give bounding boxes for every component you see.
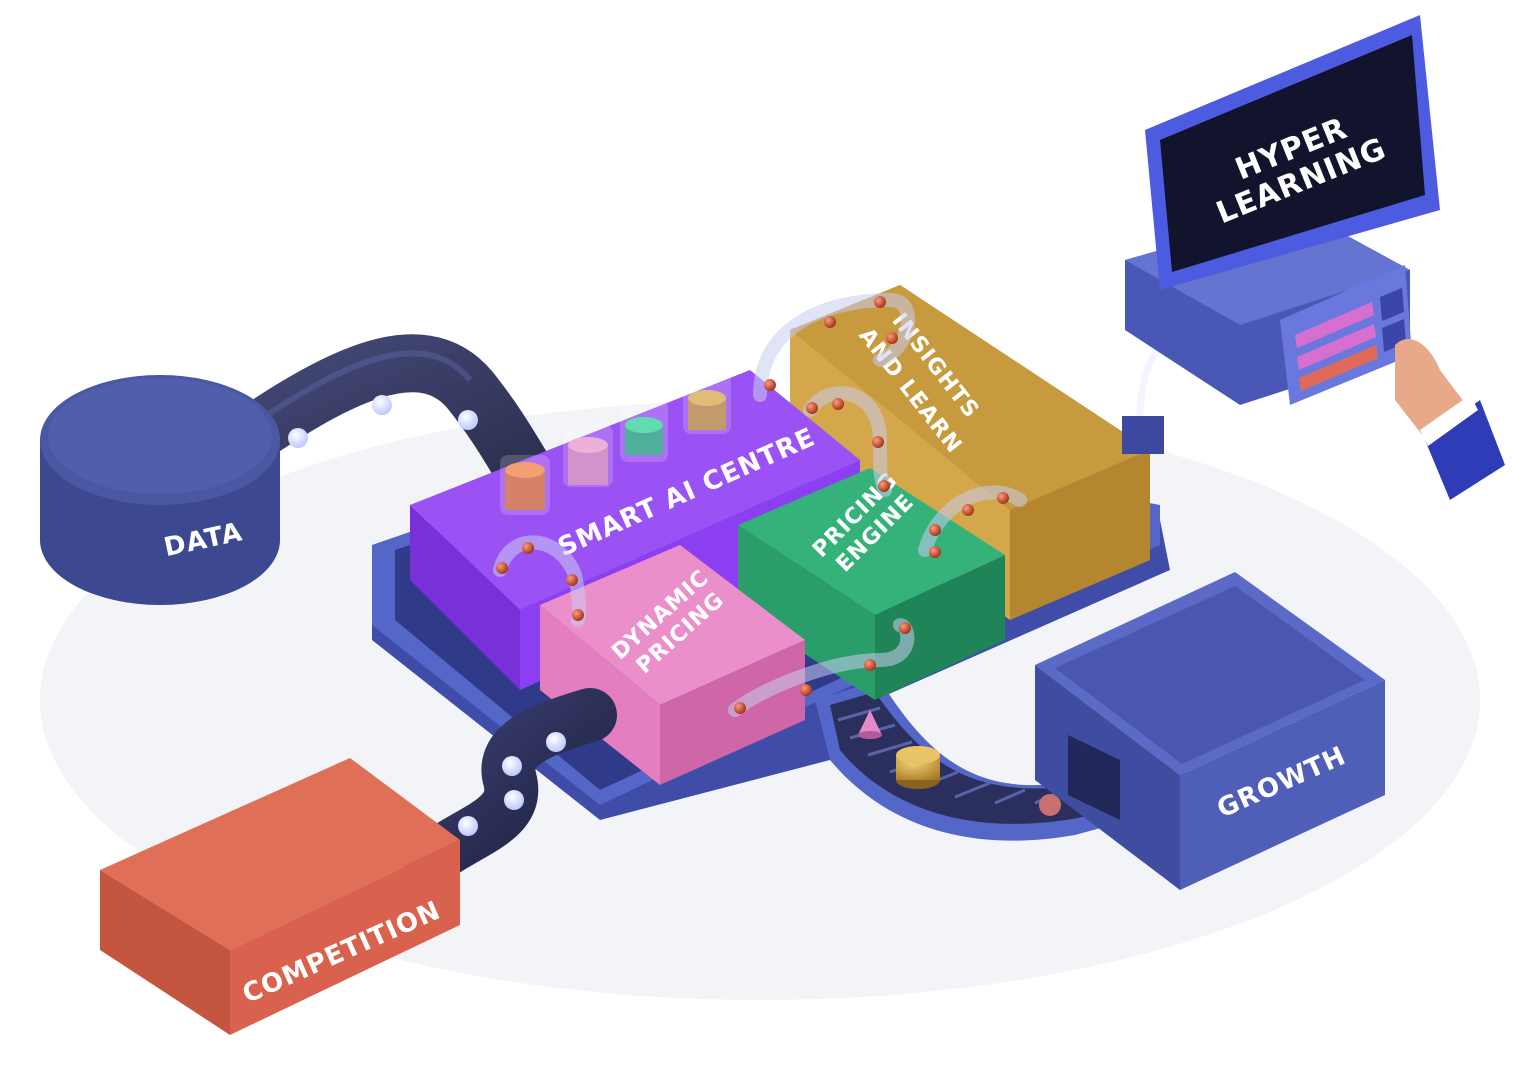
- data-orb: [372, 395, 392, 415]
- jar-1: [500, 455, 550, 515]
- competition-orb: [502, 756, 522, 776]
- hyper-learning-station: HYPER LEARNING: [1122, 15, 1505, 500]
- growth-box: GROWTH: [1035, 572, 1385, 890]
- jar-4: [683, 372, 731, 434]
- data-orb: [458, 410, 478, 430]
- coin-stack: [896, 746, 940, 789]
- cone-token: [858, 710, 882, 735]
- data-cylinder: DATA: [40, 375, 280, 605]
- tube-beads: [496, 296, 1009, 714]
- competition-orb: [504, 790, 524, 810]
- competition-orb: [546, 732, 566, 752]
- jar-3: [620, 400, 668, 462]
- growth-entry: [1068, 735, 1120, 820]
- hand-pointer: [1395, 339, 1505, 500]
- data-orb: [288, 428, 308, 448]
- cable-plug: [1122, 416, 1164, 454]
- ball-token: [1039, 794, 1061, 816]
- competition-pipe: [403, 688, 617, 887]
- control-panel: [1280, 265, 1412, 405]
- competition-orb: [458, 816, 478, 836]
- jar-2: [563, 425, 613, 487]
- competition-box: COMPETITION: [100, 758, 460, 1035]
